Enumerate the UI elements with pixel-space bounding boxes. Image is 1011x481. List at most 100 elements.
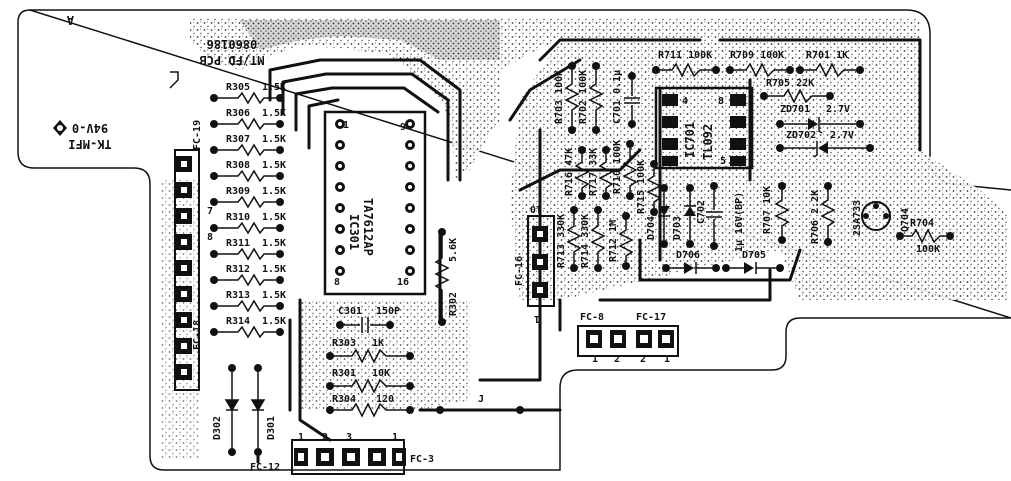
jumper-label: J [478, 394, 484, 405]
resistor-r303: R303 1K [326, 338, 414, 364]
resistor-value-label: 1.5K [262, 186, 286, 197]
r704-ref-label: R704 [910, 218, 934, 229]
fc8-pin1-label: 1 [592, 354, 598, 365]
r705-label: R705 22K [766, 78, 814, 89]
r706-label: R706 2.2K [810, 190, 821, 244]
resistor-pad [210, 146, 218, 154]
connector-fc19-fc18: FC-19 FC-18 7 8 [174, 120, 213, 391]
d706-label: D706 [676, 250, 700, 261]
fc16-pin1-label: 1 [534, 313, 540, 324]
fc8-pin2-label: 2 [614, 354, 620, 365]
resistor-ref-label: R308 [226, 160, 250, 171]
diodes-d302-d301: D302 D301 [212, 364, 277, 456]
ul-logo-icon [53, 120, 67, 136]
resistor-value-label: 1.5K [262, 264, 286, 275]
resistor-body [218, 325, 276, 339]
resistor-pad [210, 198, 218, 206]
resistor-value-label: 1.5K [262, 290, 286, 301]
resistor-value-label: 1.5K [262, 212, 286, 223]
diodes-d704-d703: D704 D703 [646, 184, 696, 248]
resistor-ref-label: R312 [226, 264, 250, 275]
resistor-r705: R705 22K [760, 78, 834, 104]
ic301: IC301 TA7612AP 1 9 16 8 [323, 110, 427, 296]
fc3-label: FC-3 [410, 454, 434, 465]
r712-label: R712 1M [608, 220, 619, 262]
fc3-pin1-label: 1 [298, 432, 304, 443]
ic701-pin8-label: 8 [718, 96, 724, 107]
ic301-pin-hole [408, 248, 412, 252]
connector-fc8-fc17: FC-8 FC-17 1 2 2 1 [577, 312, 679, 365]
ic301-pin1-label: 1 [343, 120, 349, 131]
transistor-q704: 2SA733 Q704 [852, 200, 911, 236]
zd701-voltage-label: 2.7V [826, 104, 850, 115]
ic301-pin-hole [408, 227, 412, 231]
ic301-pin8-label: 8 [334, 277, 340, 288]
d704-label: D704 [646, 216, 657, 240]
resistor-body [218, 299, 276, 313]
r704-value-label: 100K [916, 244, 940, 255]
r301-value-label: 10K [372, 368, 390, 379]
ic301-pin-hole [338, 185, 342, 189]
resistor-body [218, 91, 276, 105]
fc16-label: FC-16 [514, 256, 525, 286]
board-marking-left: TK-MFI 94V-0 [68, 121, 111, 151]
ic301-pin-hole [408, 206, 412, 210]
resistor-body [218, 221, 276, 235]
resistor-ref-label: R306 [226, 108, 250, 119]
resistor-body [218, 195, 276, 209]
resistor-ref-label: R305 [226, 82, 250, 93]
c301-value-label: 150P [376, 306, 400, 317]
ic301-pin-hole [338, 122, 342, 126]
fc8-label: FC-8 [580, 312, 604, 323]
connector-fc16: FC-16 10 1 [514, 203, 555, 324]
board-outline-lower [17, 9, 1011, 471]
r303-value-label: 1K [372, 338, 384, 349]
capacitor-c301: C301 150P [336, 306, 400, 333]
resistor-body [218, 247, 276, 261]
resistor-body [218, 117, 276, 131]
resistor-r707: R707 10K [762, 182, 790, 244]
resistor-pad [276, 198, 284, 206]
resistor-r312: R312 1.5K [210, 264, 286, 287]
zd702-label: ZD702 [786, 130, 816, 141]
ic301-pin-hole [408, 164, 412, 168]
resistor-group-mid: R716 47K R717 33K R710 100K R715 100K R7… [556, 140, 662, 272]
r717-label: R717 33K [588, 148, 599, 196]
resistor-pad [210, 172, 218, 180]
capacitor-c702: C702 1μ 16V(BP) [696, 182, 745, 252]
zener-zd701: ZD701 2.7V [776, 104, 864, 134]
q704-part-label: 2SA733 [852, 200, 863, 236]
ic301-pin-hole [408, 185, 412, 189]
ic301-pin16-label: 16 [397, 277, 409, 288]
fc18-label: FC-18 [192, 320, 203, 350]
fc17-pin2-label: 2 [640, 354, 646, 365]
resistor-ref-label: R314 [226, 316, 250, 327]
fc12-label: FC-12 [250, 462, 280, 473]
resistor-pad [210, 120, 218, 128]
ic701: IC701 TL092 4 8 5 [654, 86, 754, 170]
fc19-label: FC-19 [192, 120, 203, 150]
resistor-pad [210, 224, 218, 232]
resistor-pad [276, 276, 284, 284]
fc3-pin3-label: 3 [346, 432, 352, 443]
fc3-pin4-label: 1 [392, 432, 398, 443]
d703-label: D703 [672, 216, 683, 240]
c701-label: C701 0.1μ [612, 70, 623, 124]
r714-label: R714 330K [580, 214, 591, 268]
r302-value-label: 5.6K [448, 238, 459, 262]
fc17-label: FC-17 [636, 312, 666, 323]
ic701-pin4-label: 4 [682, 96, 688, 107]
resistor-pad [276, 250, 284, 258]
resistor-r304: R304 120 [326, 394, 414, 418]
ic701-ref-label: IC701 [683, 122, 697, 158]
fc19-pin-label: 7 [207, 206, 213, 217]
zd701-label: ZD701 [780, 104, 810, 115]
ic301-ref-label: IC301 [347, 214, 361, 250]
